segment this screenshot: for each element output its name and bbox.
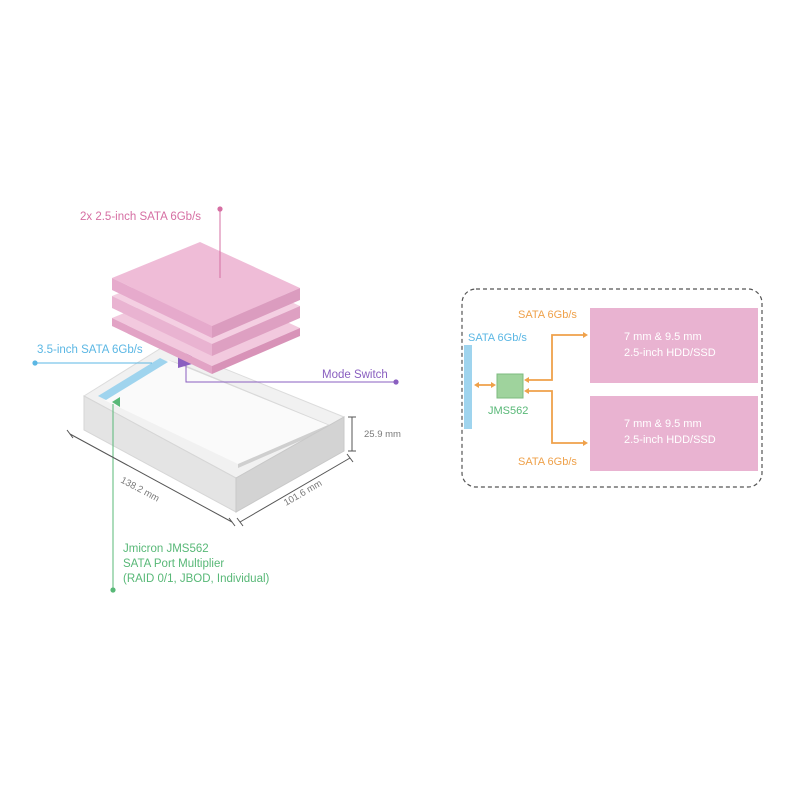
drive-bottom-line2: 2.5-inch HDD/SSD bbox=[624, 434, 716, 446]
enclosure-inner-right-wall bbox=[238, 425, 330, 468]
drive-box-top bbox=[590, 308, 758, 383]
dimension-width bbox=[236, 453, 354, 527]
enclosure-cavity-floor bbox=[104, 360, 328, 464]
chip-label-line1: Jmicron JMS562 bbox=[123, 543, 209, 555]
enclosure-illustration: 2x 2.5-inch SATA 6Gb/s 3.5-inch SATA 6Gb… bbox=[32, 206, 401, 593]
dim-height-label: 25.9 mm bbox=[364, 429, 401, 440]
large-drive-shape bbox=[98, 358, 168, 400]
chip-bottom-link bbox=[526, 390, 586, 444]
mode-switch-leader-dot bbox=[393, 379, 399, 385]
large-drive-label: 3.5-inch SATA 6Gb/s bbox=[37, 344, 143, 356]
chip-box bbox=[496, 373, 524, 399]
drive-bottom-line1: 7 mm & 9.5 mm bbox=[624, 418, 702, 430]
host-sata-label: SATA 6Gb/s bbox=[468, 332, 527, 344]
host-sata-bar bbox=[464, 345, 472, 429]
mode-switch-leader-line bbox=[185, 362, 396, 383]
dimension-length bbox=[66, 429, 236, 527]
drives-leader-dot bbox=[217, 206, 223, 212]
chip-label-line3: (RAID 0/1, JBOD, Individual) bbox=[123, 573, 270, 585]
enclosure-inner-back-wall bbox=[168, 360, 330, 425]
enclosure-front-right-face bbox=[235, 416, 345, 513]
bottom-link-label: SATA 6Gb/s bbox=[518, 456, 577, 468]
block-diagram: SATA 6Gb/s JMS562 SATA 6Gb/s SATA 6Gb/s … bbox=[461, 288, 763, 488]
top-link-label: SATA 6Gb/s bbox=[518, 309, 577, 321]
mode-switch-label: Mode Switch bbox=[322, 369, 388, 381]
drive-top-line1: 7 mm & 9.5 mm bbox=[624, 331, 702, 343]
chip-marker bbox=[112, 397, 120, 407]
drive-box-bottom bbox=[590, 396, 758, 471]
dimension-height bbox=[348, 416, 356, 452]
large-drive-leader-dot bbox=[32, 360, 38, 366]
drive-stack bbox=[112, 242, 300, 374]
block-diagram-frame bbox=[461, 288, 763, 488]
dim-length-label: 138.2 mm bbox=[119, 475, 162, 505]
chip-top-link bbox=[526, 334, 586, 381]
drives-label: 2x 2.5-inch SATA 6Gb/s bbox=[80, 211, 201, 223]
chip-leader-dot bbox=[110, 587, 116, 593]
drive-top-line2: 2.5-inch HDD/SSD bbox=[624, 347, 716, 359]
chip-label-line2: SATA Port Multiplier bbox=[123, 558, 224, 570]
chip-label: JMS562 bbox=[488, 405, 528, 417]
